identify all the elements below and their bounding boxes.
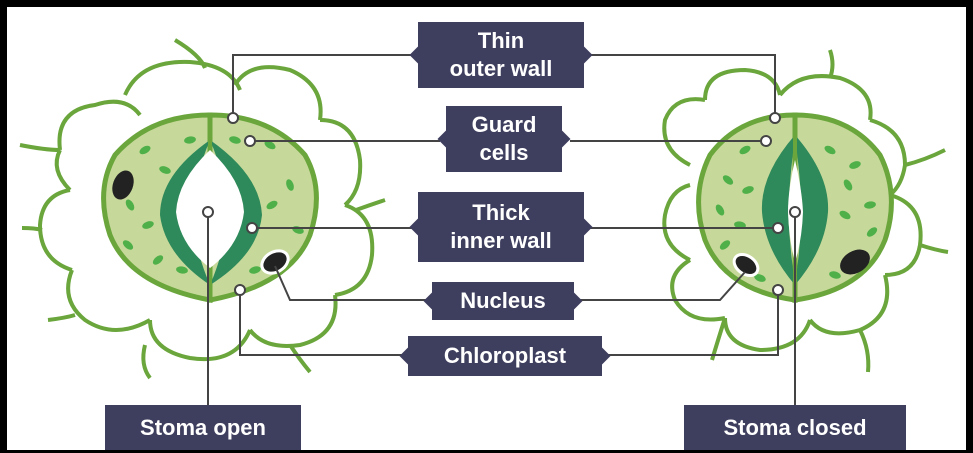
- label-thin-outer-wall-line1: Thin: [478, 27, 524, 55]
- label-guard-cells: Guard cells: [446, 106, 562, 172]
- label-nucleus: Nucleus: [432, 282, 574, 320]
- label-thick-inner-wall-line2: inner wall: [450, 227, 551, 255]
- label-guard-cells-line2: cells: [480, 139, 529, 167]
- label-chloroplast-text: Chloroplast: [444, 342, 566, 370]
- label-stoma-closed-text: Stoma closed: [723, 414, 866, 442]
- label-thin-outer-wall: Thin outer wall: [418, 22, 584, 88]
- label-chloroplast: Chloroplast: [408, 336, 602, 376]
- label-stoma-closed: Stoma closed: [684, 405, 906, 450]
- label-stoma-open: Stoma open: [105, 405, 301, 450]
- label-thick-inner-wall-line1: Thick: [472, 199, 529, 227]
- label-thin-outer-wall-line2: outer wall: [450, 55, 553, 83]
- label-thick-inner-wall: Thick inner wall: [418, 192, 584, 262]
- label-nucleus-text: Nucleus: [460, 287, 546, 315]
- label-guard-cells-line1: Guard: [472, 111, 537, 139]
- label-stoma-open-text: Stoma open: [140, 414, 266, 442]
